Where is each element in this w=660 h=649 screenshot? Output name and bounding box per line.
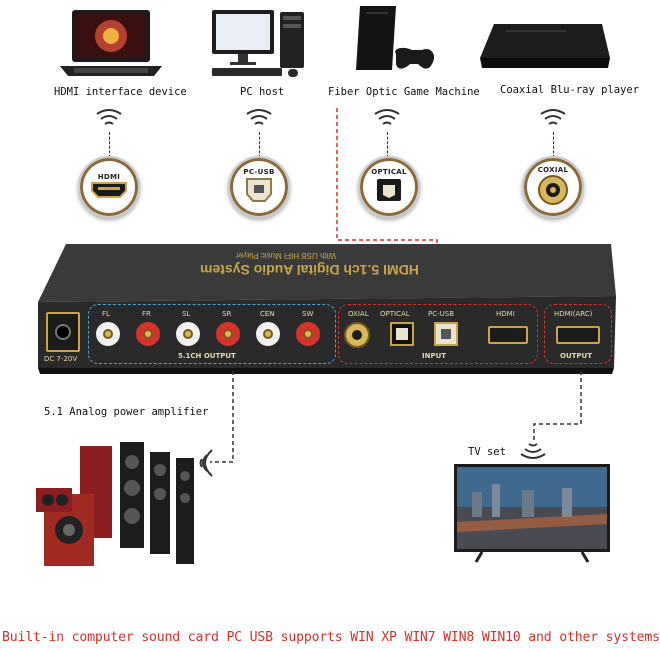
tv-image	[454, 464, 610, 563]
amplifier-label: 5.1 Analog power amplifier	[44, 406, 209, 418]
game-console-image	[352, 4, 436, 78]
unit-subtitle: With USB HIFI Music Player	[236, 251, 337, 260]
laptop-image	[58, 8, 164, 80]
wave-icon	[520, 443, 546, 459]
channel-label: SW	[302, 310, 314, 318]
wave-icon	[246, 109, 272, 125]
device-label-hdmi: HDMI interface device	[54, 86, 187, 98]
output-51-label: 5.1CH OUTPUT	[178, 352, 236, 360]
hdmi-port-icon	[91, 182, 127, 198]
wave-icon	[199, 449, 213, 477]
optical-input-jack	[390, 322, 414, 346]
channel-label: FR	[142, 310, 151, 318]
device-label-pc: PC host	[240, 86, 285, 98]
connector-line	[259, 132, 260, 158]
channel-label: CEN	[260, 310, 275, 318]
input-coaxial-label: OXIAL	[348, 310, 369, 318]
speaker-system-image	[36, 442, 194, 566]
output-hdmi-arc-label: HDMI(ARC)	[554, 310, 593, 318]
pcusb-port-callout: PC-USB	[228, 156, 290, 218]
coaxial-port-callout: COXIAL	[522, 156, 584, 218]
dc-power-jack	[46, 312, 80, 352]
coaxial-callout-label: COXIAL	[537, 166, 569, 174]
input-group	[338, 304, 538, 364]
bluray-image	[476, 18, 612, 76]
output-51-group	[88, 304, 336, 364]
footer-caption: Built-in computer sound card PC USB supp…	[2, 630, 660, 645]
input-label: INPUT	[422, 352, 447, 360]
input-pcusb-label: PC-USB	[428, 310, 455, 318]
optical-port-icon	[377, 179, 401, 201]
rca-jack-sr	[216, 322, 240, 346]
tv-label: TV set	[468, 446, 506, 458]
power-label: DC 7-20V	[44, 355, 78, 363]
unit-title: HDMI 5.1ch Digital Audio System	[200, 262, 419, 278]
hdmi-input-jack	[488, 326, 528, 344]
connector-line	[387, 132, 388, 158]
channel-jacks: FL FR SL SR CEN SW	[96, 310, 330, 350]
output-hdmi-group	[544, 304, 612, 364]
output-label: OUTPUT	[560, 352, 592, 360]
hdmi-callout-label: HDMI	[97, 173, 121, 181]
audio-unit-body	[38, 244, 616, 374]
wave-icon	[540, 109, 566, 125]
rca-jack-sl	[176, 322, 200, 346]
usb-input-jack	[434, 322, 458, 346]
wave-icon	[374, 109, 400, 125]
channel-label: FL	[102, 310, 110, 318]
coaxial-port-icon	[538, 175, 568, 205]
rca-jack-fl	[96, 322, 120, 346]
optical-callout-label: OPTICAL	[371, 168, 407, 176]
pcusb-callout-label: PC-USB	[243, 168, 275, 176]
device-label-game: Fiber Optic Game Machine	[328, 86, 480, 98]
rca-jack-cen	[256, 322, 280, 346]
connector-line	[109, 132, 110, 158]
coaxial-input-jack	[344, 322, 370, 348]
hdmi-port-callout: HDMI	[78, 156, 140, 218]
channel-label: SR	[222, 310, 232, 318]
input-hdmi-label: HDMI	[496, 310, 515, 318]
channel-label: SL	[182, 310, 191, 318]
connector-line	[553, 132, 554, 158]
usb-port-icon	[246, 178, 272, 202]
rca-jack-sw	[296, 322, 320, 346]
pc-host-image	[208, 6, 314, 80]
wave-icon	[96, 109, 122, 125]
device-label-bluray: Coaxial Blu-ray player	[500, 84, 640, 96]
input-optical-label: OPTICAL	[380, 310, 410, 318]
rca-jack-fr	[136, 322, 160, 346]
hdmi-output-jack	[556, 326, 600, 344]
optical-port-callout: OPTICAL	[358, 156, 420, 218]
